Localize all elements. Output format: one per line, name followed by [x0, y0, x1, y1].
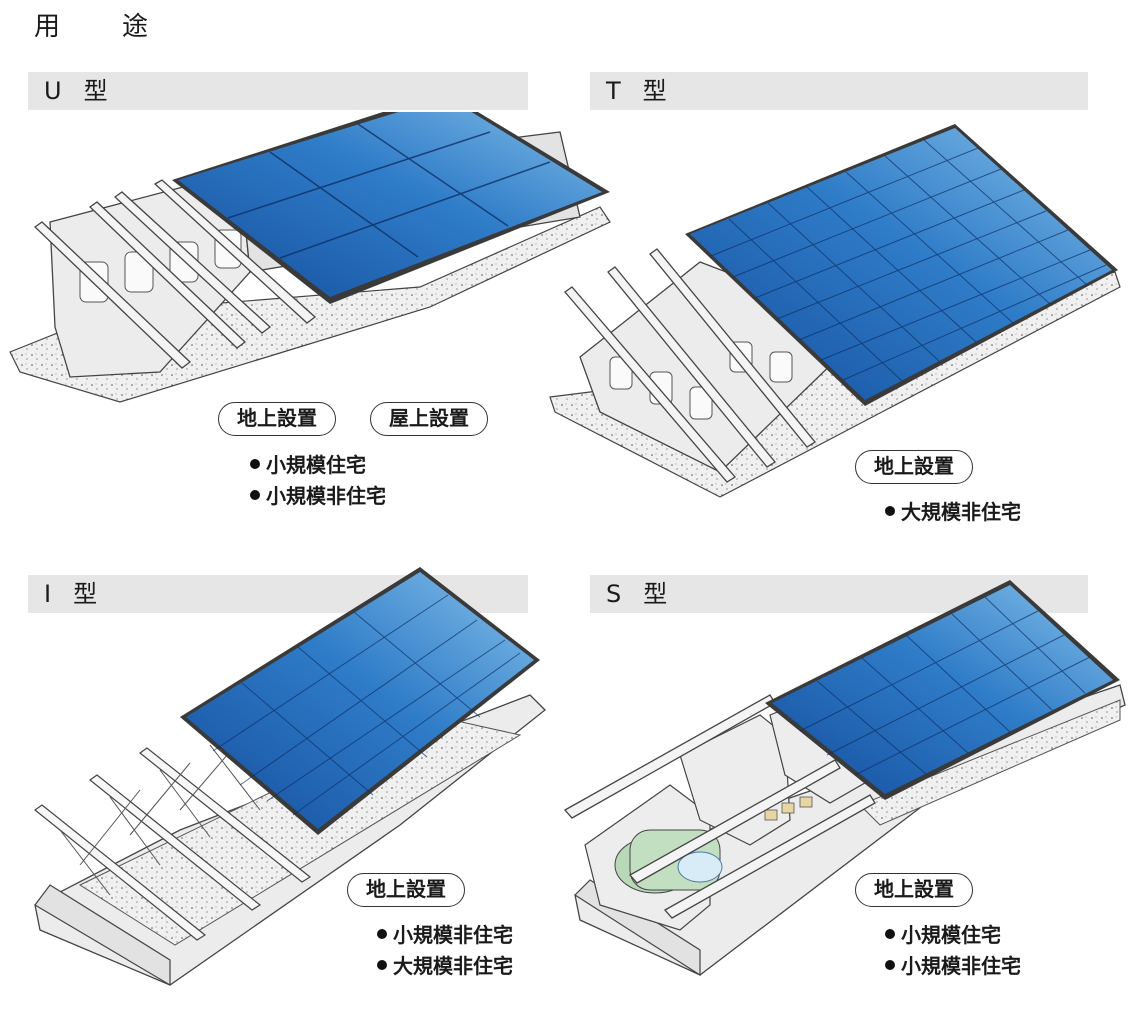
t-use-list: 大規模非住宅	[885, 497, 1021, 528]
section-letter-i: I	[44, 580, 52, 608]
list-item: 小規模非住宅	[250, 481, 386, 512]
section-type-u: 型	[83, 77, 108, 105]
i-type-illustration	[34, 567, 546, 987]
list-item: 大規模非住宅	[885, 497, 1021, 528]
section-letter-u: U	[44, 77, 62, 105]
i-use-list: 小規模非住宅 大規模非住宅	[377, 920, 513, 982]
page-title: 用途	[34, 6, 150, 43]
page-title-char-1: 用	[34, 12, 63, 42]
badge-ground-install: 地上設置	[855, 450, 973, 484]
section-type-i: 型	[73, 580, 98, 608]
t-type-illustration	[549, 124, 1121, 498]
u-use-list: 小規模住宅 小規模非住宅	[250, 450, 386, 512]
badge-rooftop-install: 屋上設置	[370, 402, 488, 436]
page-title-char-2: 途	[122, 12, 151, 42]
s-use-list: 小規模住宅 小規模非住宅	[885, 920, 1021, 982]
list-item: 小規模非住宅	[377, 920, 513, 951]
badge-ground-install: 地上設置	[347, 873, 465, 907]
badge-ground-install: 地上設置	[218, 402, 336, 436]
list-item: 大規模非住宅	[377, 951, 513, 982]
badge-ground-install: 地上設置	[855, 873, 973, 907]
section-type-s: 型	[643, 580, 668, 608]
list-item: 小規模住宅	[250, 450, 386, 481]
section-letter-s: S	[606, 580, 622, 608]
section-type-t: 型	[642, 77, 667, 105]
section-letter-t: T	[606, 77, 621, 105]
list-item: 小規模非住宅	[885, 951, 1021, 982]
s-type-illustration	[563, 580, 1126, 977]
list-item: 小規模住宅	[885, 920, 1021, 951]
u-type-illustration	[9, 112, 611, 403]
